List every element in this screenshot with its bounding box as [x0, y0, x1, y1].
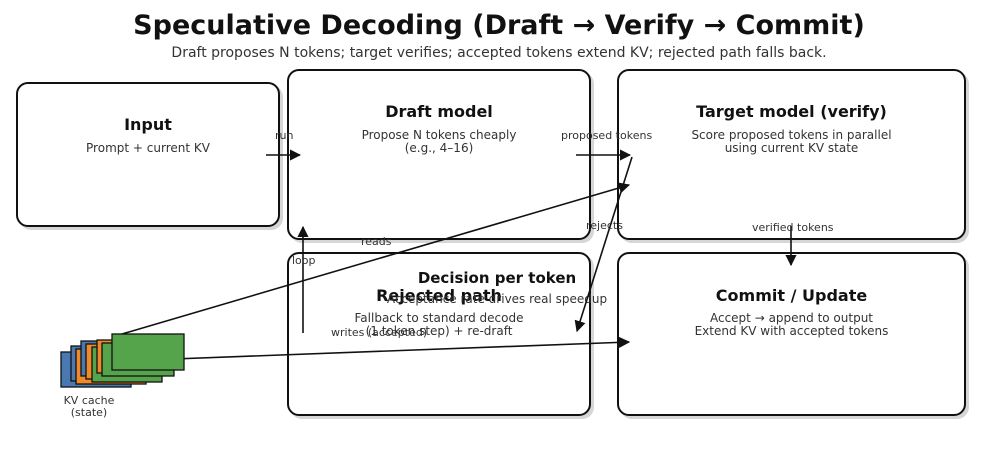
target-model-box: Target model (verify) Score proposed tok… [617, 69, 966, 240]
edge-writes-arrow [119, 336, 631, 362]
rejected-path-box: Rejected path Fallback to standard decod… [287, 252, 591, 416]
commit-update-title: Commit / Update [715, 286, 868, 305]
edge-verified-label: verified tokens [752, 221, 834, 234]
rejected-path-title: Rejected path [376, 286, 502, 305]
target-model-desc-line2: using current KV state [724, 141, 859, 155]
decision-desc: Acceptance rate drives real speedup [386, 292, 608, 306]
kv-cache-icon [60, 333, 185, 388]
kv-cache-label-line2: (state) [70, 406, 108, 419]
edge-reads-label: reads [361, 235, 392, 248]
edge-proposed-label: proposed tokens [561, 129, 653, 142]
diagram-subtitle: Draft proposes N tokens; target verifies… [171, 45, 827, 61]
input-title: Input [124, 115, 172, 134]
edge-rejects-arrow [574, 156, 633, 333]
draft-model-desc-line2: (e.g., 4–16) [404, 141, 474, 155]
rejected-path-desc-line1: Fallback to standard decode [354, 311, 524, 325]
draft-model-title: Draft model [385, 102, 493, 121]
edge-reads-arrow [121, 182, 631, 335]
draft-model-desc-line1: Propose N tokens cheaply [361, 128, 517, 142]
rejected-path-desc-line2: (1 token step) + re-draft [365, 324, 513, 338]
decision-title: Decision per token [417, 269, 577, 287]
commit-update-box: Commit / Update Accept → append to outpu… [617, 252, 966, 416]
edge-writes-label: writes (accepted) [331, 326, 428, 339]
target-model-title: Target model (verify) [696, 102, 887, 121]
edge-run-label: run [275, 129, 294, 142]
input-box: Input Prompt + current KV [16, 82, 280, 227]
kv-cache-layer-9 [111, 333, 185, 371]
target-model-desc-line1: Score proposed tokens in parallel [691, 128, 892, 142]
input-desc: Prompt + current KV [86, 141, 210, 155]
edge-rejects-label: rejects [586, 219, 623, 232]
diagram-title: Speculative Decoding (Draft → Verify → C… [133, 10, 865, 41]
edge-loop-label: loop [292, 254, 316, 267]
commit-update-desc-line2: Extend KV with accepted tokens [694, 324, 889, 338]
kv-cache-label-line1: KV cache [63, 394, 115, 407]
commit-update-desc-line1: Accept → append to output [709, 311, 874, 325]
